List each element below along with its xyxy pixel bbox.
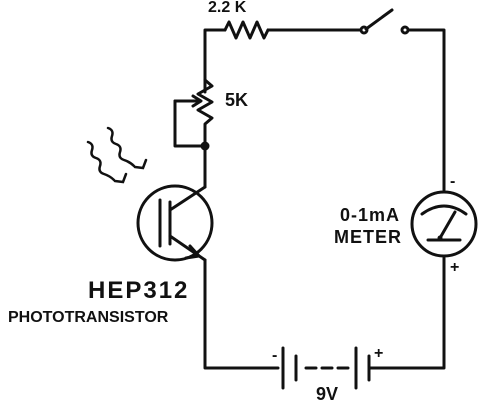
meter-scale-arc (420, 204, 468, 216)
meter-minus-label: - (450, 173, 455, 190)
transistor-collector (168, 185, 207, 212)
battery-voltage-label: 9V (316, 384, 338, 404)
transistor-type-label: PHOTOTRANSISTOR (8, 309, 169, 326)
light-ray-1 (106, 126, 136, 168)
wire-left-bottom (203, 258, 280, 370)
light-ray-2-arrowhead (113, 172, 128, 184)
wire-top-left (203, 28, 227, 94)
meter-range-label: 0-1mA (340, 205, 400, 225)
resistor-2-2k (223, 20, 270, 40)
light-ray-1-arrowhead (133, 158, 148, 170)
junction-dot (200, 141, 210, 151)
potentiometer-wiper-arrowhead (191, 94, 203, 108)
battery-plus-label: + (374, 345, 383, 362)
switch-lever[interactable] (364, 8, 394, 31)
phototransistor-body (136, 184, 214, 262)
meter-body (410, 190, 478, 258)
light-ray-2 (86, 140, 116, 182)
meter-plus-label: + (450, 259, 459, 276)
meter-pivot (437, 235, 443, 241)
potentiometer-5k (196, 78, 214, 148)
battery-minus-label: - (272, 347, 277, 364)
wire-right-top (406, 28, 446, 192)
wire-wiper-loop (173, 99, 207, 148)
transistor-model-label: HEP312 (88, 277, 189, 304)
meter-name-label: METER (334, 227, 402, 247)
wire-right-bottom (367, 256, 446, 370)
transistor-emitter-arrow (184, 244, 201, 260)
potentiometer-label: 5K (225, 90, 248, 110)
meter-needle (438, 210, 457, 240)
resistor-2-2k-label: 2.2 K (208, 0, 247, 16)
